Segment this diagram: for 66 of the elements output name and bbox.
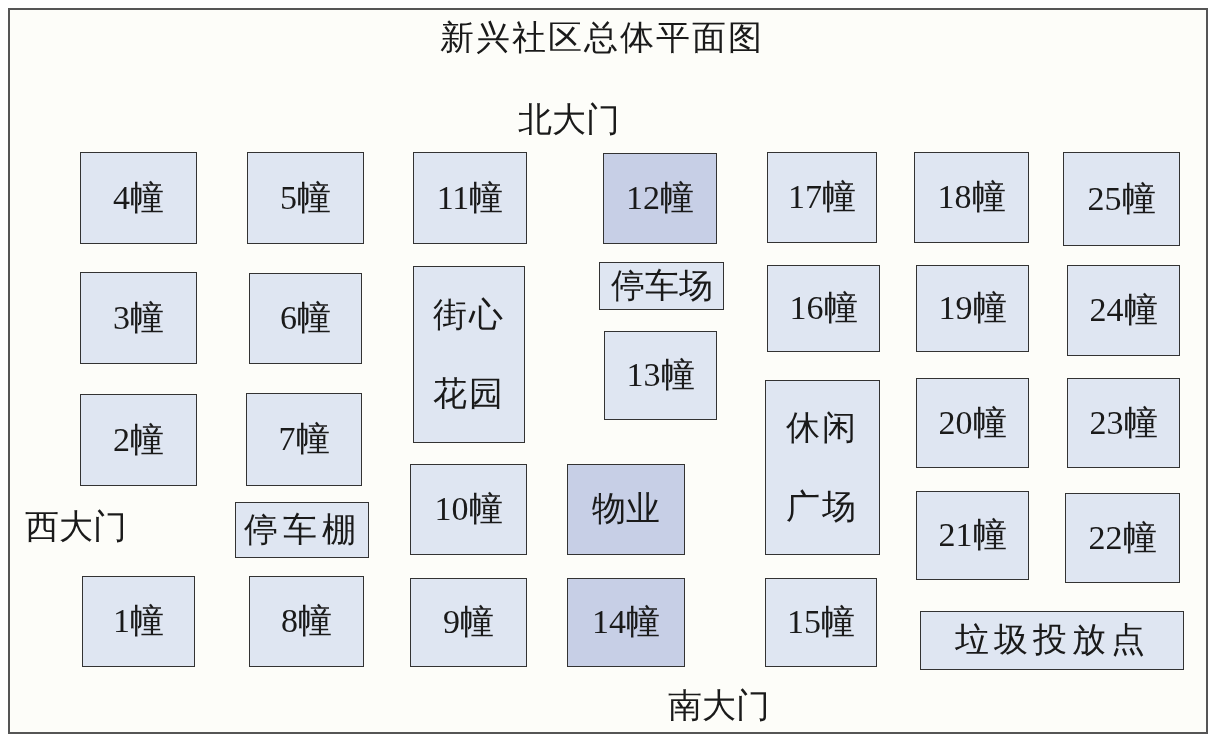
place-label: 停车场 <box>610 265 713 306</box>
gate-label: 西大门 <box>25 507 127 547</box>
garden-area <box>413 266 525 443</box>
place-label: 7幢 <box>278 419 330 460</box>
building-box <box>82 576 195 667</box>
building-box <box>1067 378 1180 468</box>
place-label: 16幢 <box>789 288 858 329</box>
place-label: 14幢 <box>592 602 660 643</box>
garbage-point-box <box>920 611 1184 670</box>
building-box <box>765 578 877 667</box>
place-label: 25幢 <box>1087 178 1156 219</box>
place-label: 1幢 <box>113 601 164 642</box>
place-label: 19幢 <box>938 288 1007 329</box>
building-box <box>604 331 717 420</box>
building-box <box>249 273 362 364</box>
building-box <box>1063 152 1180 246</box>
place-label: 9幢 <box>443 602 494 643</box>
place-label: 21幢 <box>938 515 1007 556</box>
place-label: 20幢 <box>938 402 1007 443</box>
place-label: 13幢 <box>626 355 695 396</box>
place-label: 15幢 <box>787 602 855 643</box>
building-box <box>80 272 197 364</box>
place-label: 23幢 <box>1089 402 1158 443</box>
place-label: 6幢 <box>280 298 331 339</box>
gate-label: 南大门 <box>668 686 770 726</box>
building-box <box>247 152 364 244</box>
place-label: 停车棚 <box>243 509 361 550</box>
place-label: 5幢 <box>280 177 331 218</box>
place-label: 2幢 <box>113 419 164 460</box>
management-office-box <box>567 464 685 555</box>
place-label: 街心花园 <box>432 295 506 414</box>
place-label: 24幢 <box>1089 290 1158 331</box>
building-box <box>916 265 1029 352</box>
place-label: 18幢 <box>937 177 1006 218</box>
map-title: 新兴社区总体平面图 <box>440 18 764 58</box>
building-box <box>603 153 717 244</box>
gate-label: 北大门 <box>518 100 620 140</box>
place-label: 11幢 <box>436 177 504 218</box>
building-box <box>80 152 197 244</box>
building-box <box>916 491 1029 580</box>
building-box <box>413 152 527 244</box>
plaza-area <box>765 380 880 555</box>
building-box <box>80 394 197 486</box>
building-box <box>916 378 1029 468</box>
building-box <box>767 152 877 243</box>
building-box <box>1065 493 1180 583</box>
place-label: 10幢 <box>434 489 503 530</box>
building-box <box>1067 265 1180 356</box>
bicycle-shed-box <box>235 502 369 558</box>
building-box <box>246 393 362 486</box>
building-box <box>914 152 1029 243</box>
place-label: 12幢 <box>626 178 694 219</box>
place-label: 17幢 <box>788 177 856 218</box>
building-box <box>767 265 880 352</box>
building-box <box>249 576 364 667</box>
building-box <box>567 578 685 667</box>
place-label: 物业 <box>592 489 660 530</box>
place-label: 22幢 <box>1088 517 1157 558</box>
place-label: 休闲广场 <box>785 408 860 527</box>
place-label: 垃圾投放点 <box>954 620 1150 661</box>
parking-lot-box <box>599 262 724 310</box>
place-label: 3幢 <box>113 297 164 338</box>
building-box <box>410 578 527 667</box>
place-label: 4幢 <box>113 177 164 218</box>
place-label: 8幢 <box>281 601 332 642</box>
building-box <box>410 464 527 555</box>
